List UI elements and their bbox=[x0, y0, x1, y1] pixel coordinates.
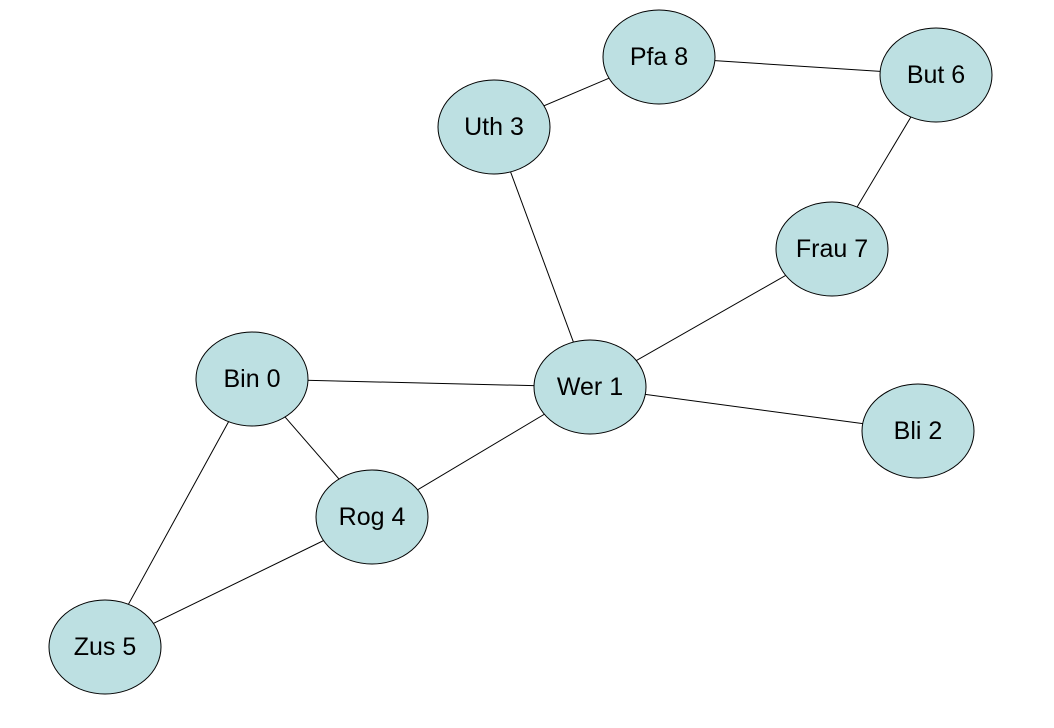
node-zus-ellipse bbox=[48, 599, 162, 695]
node-bin: Bin 0 bbox=[195, 331, 309, 427]
node-bli-ellipse bbox=[861, 383, 975, 479]
node-bli-label: Bli 2 bbox=[894, 417, 943, 445]
node-bli: Bli 2 bbox=[861, 383, 975, 479]
node-zus-label: Zus 5 bbox=[74, 633, 137, 661]
node-rog-label: Rog 4 bbox=[339, 503, 406, 531]
node-but: But 6 bbox=[879, 27, 993, 123]
node-frau: Frau 7 bbox=[775, 201, 889, 297]
node-wer-ellipse bbox=[533, 339, 647, 435]
node-rog: Rog 4 bbox=[315, 469, 429, 565]
node-but-label: But 6 bbox=[907, 61, 965, 89]
node-rog-ellipse bbox=[315, 469, 429, 565]
node-bin-label: Bin 0 bbox=[224, 365, 281, 393]
node-frau-label: Frau 7 bbox=[796, 235, 868, 263]
node-uth-ellipse bbox=[437, 79, 551, 175]
node-pfa-ellipse bbox=[602, 9, 716, 105]
edge-bin-zus bbox=[104, 378, 253, 648]
node-but-ellipse bbox=[879, 27, 993, 123]
node-uth: Uth 3 bbox=[437, 79, 551, 175]
node-wer-label: Wer 1 bbox=[557, 373, 623, 401]
node-pfa: Pfa 8 bbox=[602, 9, 716, 105]
node-zus: Zus 5 bbox=[48, 599, 162, 695]
nodes-layer: Bin 0 Wer 1 Bli 2 Uth 3 Rog 4 Zus 5 But 6 Frau … bbox=[48, 9, 993, 695]
node-bin-ellipse bbox=[195, 331, 309, 427]
node-uth-label: Uth 3 bbox=[464, 113, 524, 141]
node-pfa-label: Pfa 8 bbox=[630, 43, 688, 71]
node-frau-ellipse bbox=[775, 201, 889, 297]
node-wer: Wer 1 bbox=[533, 339, 647, 435]
